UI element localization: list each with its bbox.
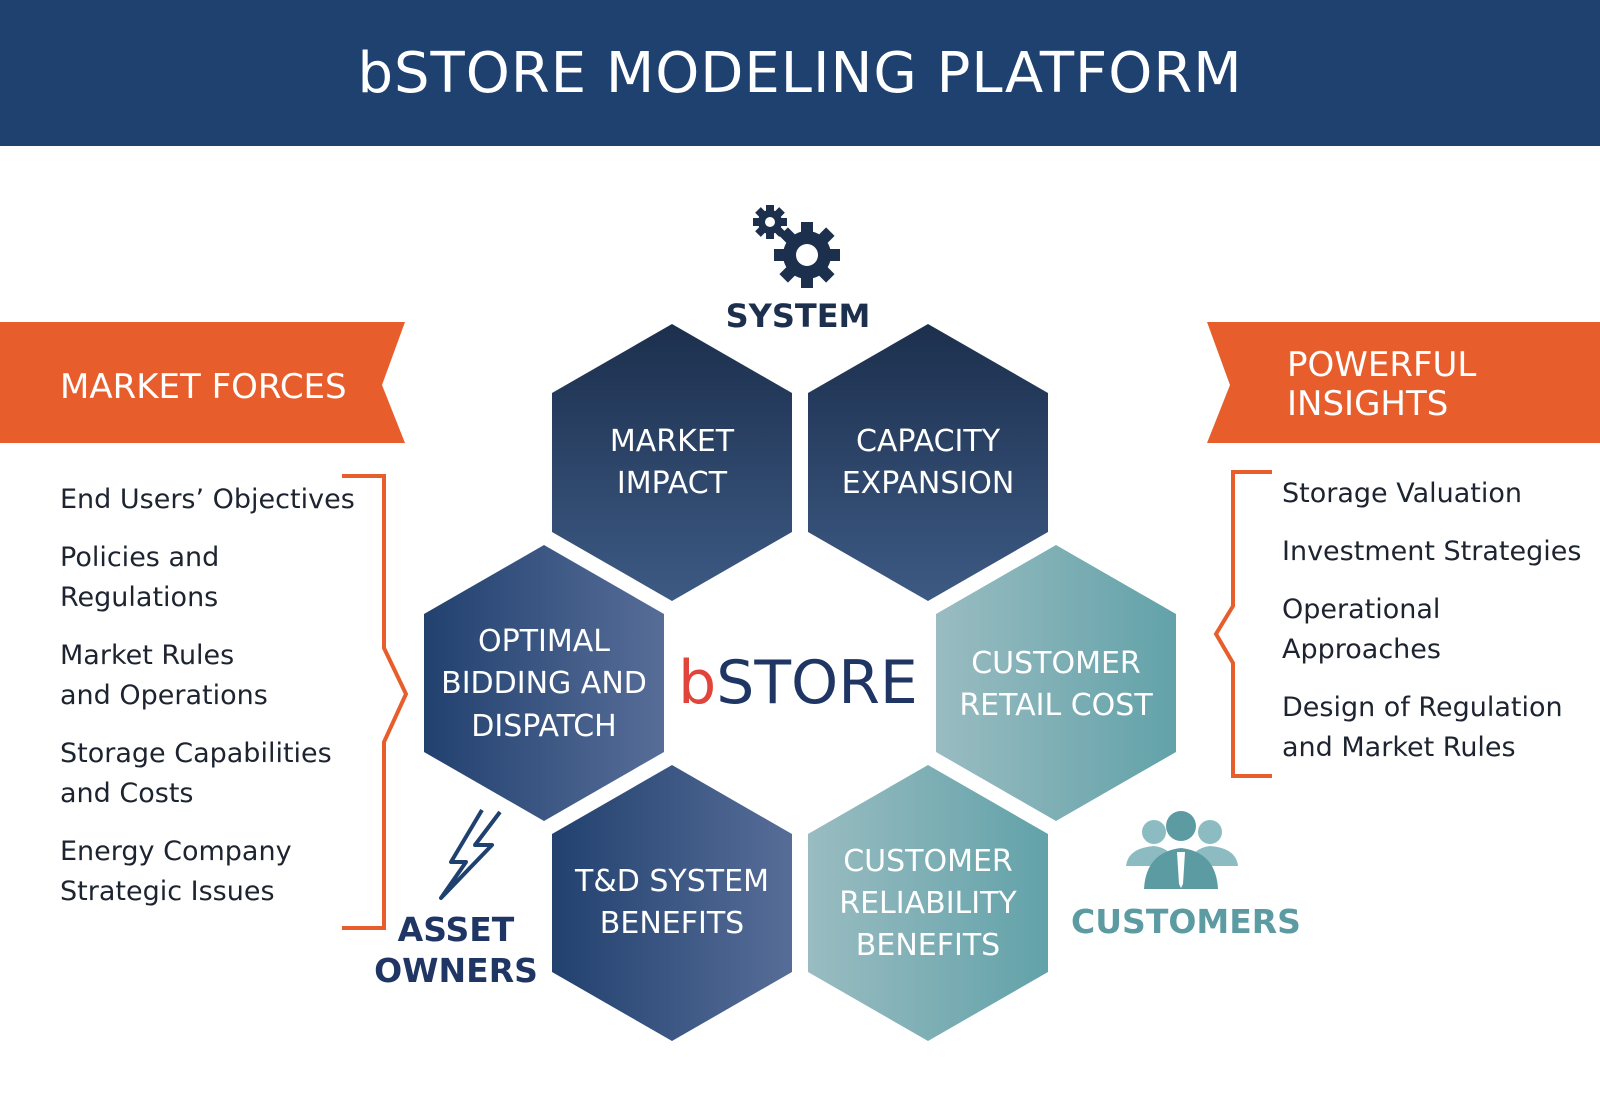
hex-capacity-expansion: CAPACITY EXPANSION (808, 324, 1048, 601)
list-item: Market Rules and Operations (60, 640, 268, 711)
hex-customer-reliability-line2: RELIABILITY (839, 886, 1017, 921)
market-forces-list: End Users’ Objectives Policies and Regul… (60, 480, 370, 912)
lightning-icon (439, 808, 502, 900)
bstore-logo: bSTORE (678, 648, 918, 718)
list-item: Storage Valuation (1282, 478, 1523, 509)
market-forces-banner: MARKET FORCES (0, 322, 405, 443)
list-item: End Users’ Objectives (60, 484, 355, 515)
hex-customer-reliability-line3: BENEFITS (856, 928, 1000, 963)
powerful-insights-label-2: INSIGHTS (1287, 384, 1448, 424)
hex-optimal-bidding-line2: BIDDING AND (441, 666, 647, 701)
asset-owners-label-1: ASSET (398, 910, 515, 949)
hex-customer-retail-cost-line2: RETAIL COST (959, 688, 1153, 723)
list-item: Policies and Regulations (60, 542, 220, 613)
header-banner: bSTORE MODELING PLATFORM (0, 0, 1600, 146)
page-title: bSTORE MODELING PLATFORM (357, 40, 1243, 106)
customers-label: CUSTOMERS (1071, 902, 1301, 941)
list-item: Investment Strategies (1282, 536, 1582, 567)
hex-capacity-expansion-line2: EXPANSION (842, 466, 1015, 501)
powerful-insights-list: Storage Valuation Investment Strategies … (1282, 474, 1592, 768)
list-item: Operational Approaches (1282, 594, 1441, 665)
list-item: Storage Capabilities and Costs (60, 738, 332, 809)
hex-capacity-expansion-line1: CAPACITY (856, 424, 1001, 459)
system-label: SYSTEM (726, 297, 871, 335)
list-item: Design of Regulation and Market Rules (1282, 692, 1563, 763)
powerful-insights-label-1: POWERFUL (1287, 345, 1476, 385)
powerful-insights-banner: POWERFUL INSIGHTS (1207, 322, 1600, 443)
bstore-logo-b: b (678, 648, 716, 718)
hex-customer-reliability-line1: CUSTOMER (843, 844, 1013, 879)
hex-td-system-benefits-line2: BENEFITS (600, 906, 744, 941)
market-forces-label: MARKET FORCES (60, 367, 347, 407)
asset-owners-label-2: OWNERS (374, 951, 538, 990)
list-item: Energy Company Strategic Issues (60, 836, 292, 907)
hex-td-system-benefits-line1: T&D SYSTEM (574, 864, 769, 899)
hex-td-system-benefits: T&D SYSTEM BENEFITS (552, 765, 792, 1041)
gear-icon (753, 205, 840, 288)
right-bracket (1213, 470, 1272, 778)
hex-optimal-bidding-line3: DISPATCH (471, 709, 616, 744)
bstore-logo-store: STORE (716, 648, 918, 718)
hex-market-impact: MARKET IMPACT (552, 324, 792, 601)
hex-optimal-bidding: OPTIMAL BIDDING AND DISPATCH (424, 545, 664, 821)
hex-optimal-bidding-line1: OPTIMAL (478, 624, 610, 659)
hex-customer-retail-cost: CUSTOMER RETAIL COST (936, 545, 1176, 821)
left-bracket (342, 474, 409, 930)
hex-market-impact-line2: IMPACT (617, 466, 728, 501)
hex-market-impact-line1: MARKET (610, 424, 735, 459)
hex-customer-reliability: CUSTOMER RELIABILITY BENEFITS (808, 765, 1048, 1041)
people-icon (1126, 811, 1238, 889)
hex-customer-retail-cost-line1: CUSTOMER (971, 646, 1141, 681)
